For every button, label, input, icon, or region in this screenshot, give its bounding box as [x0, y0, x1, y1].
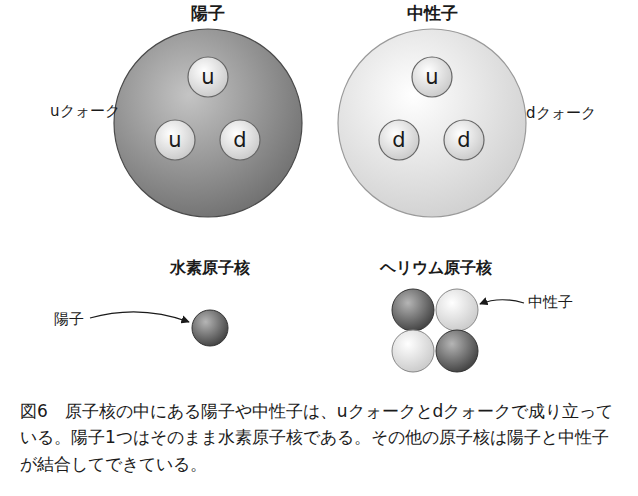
quark-letter: u — [411, 56, 453, 98]
particle-heading: 中性子 — [297, 2, 567, 25]
particle-heading: 陽子 — [73, 2, 343, 25]
quark-letter: u — [154, 119, 196, 161]
leader-arrow — [90, 312, 189, 322]
quark-circle: d — [443, 119, 485, 161]
quark-circle: d — [378, 119, 420, 161]
neutron-sphere — [436, 289, 478, 331]
group-heading: 水素原子核 — [170, 258, 250, 279]
callout-label: dクォーク — [526, 104, 596, 123]
proton-sphere — [436, 330, 478, 372]
proton-sphere — [392, 289, 434, 331]
proton-sphere — [192, 310, 228, 346]
quark-letter: u — [187, 56, 229, 98]
quark-circle: u — [154, 119, 196, 161]
callout-label: 陽子 — [54, 310, 84, 329]
leader-arrow — [480, 300, 524, 304]
quark-circle: d — [219, 119, 261, 161]
quark-letter: d — [219, 119, 261, 161]
quark-letter: d — [378, 119, 420, 161]
group-heading: ヘリウム原子核 — [380, 258, 492, 279]
quark-circle: u — [411, 56, 453, 98]
callout-label: uクォーク — [50, 102, 120, 121]
quark-circle: u — [187, 56, 229, 98]
neutron-circle: 中性子udd — [337, 28, 527, 218]
proton-circle: 陽子uud — [113, 28, 303, 218]
neutron-sphere — [392, 330, 434, 372]
callout-label: 中性子 — [528, 293, 573, 312]
quark-letter: d — [443, 119, 485, 161]
figure-caption: 図6 原子核の中にある陽子や中性子は、uクォークとdクォークで成り立っている。陽… — [20, 398, 624, 477]
